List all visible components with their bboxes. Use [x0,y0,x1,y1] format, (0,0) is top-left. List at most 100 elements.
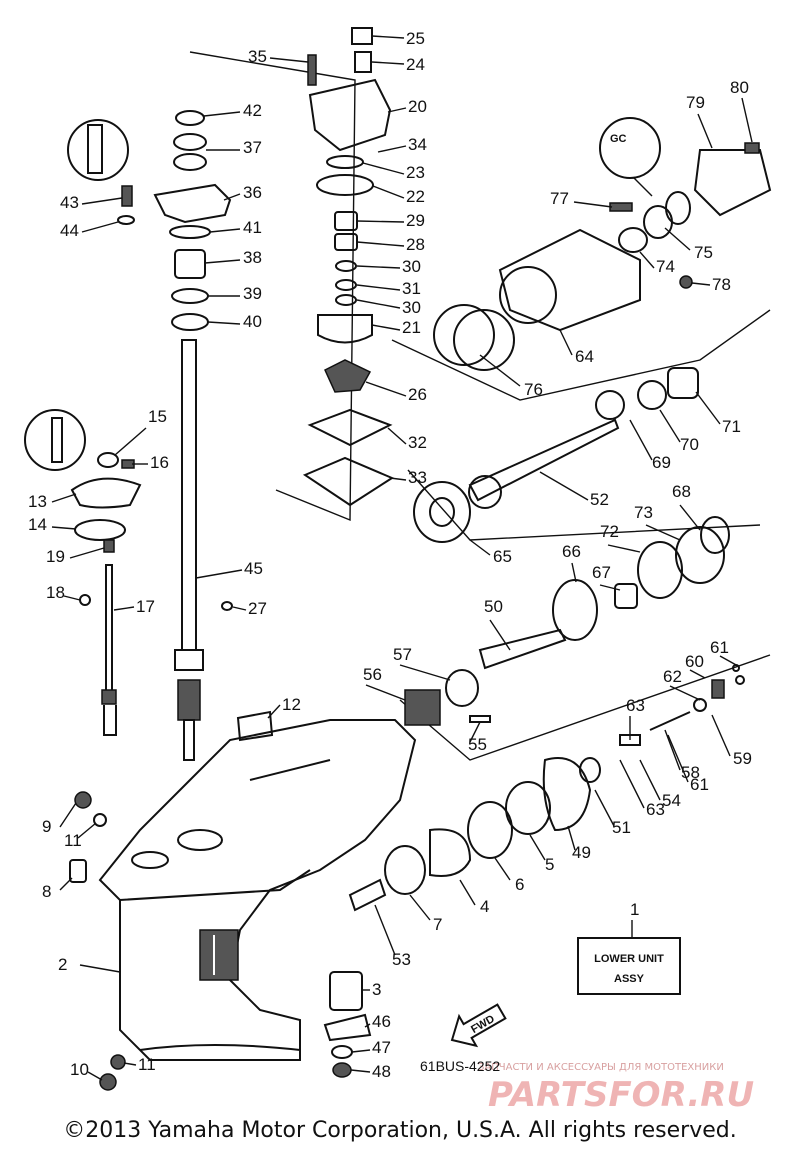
callout-3: 3 [372,980,381,999]
leader-line-60 [689,669,706,679]
leader-line-49 [567,825,576,851]
callout-79: 79 [686,93,705,112]
leader-line-32 [387,427,407,445]
prop-shaft-housing [433,142,772,420]
callout-48: 48 [372,1062,391,1081]
leader-line-61 [719,655,739,667]
leader-line-19 [69,547,105,559]
leader-line-59 [711,714,731,757]
callout-numbers: 1234567891011111213141516171819202122232… [28,29,752,1081]
fwd-arrow: FWD [450,1003,507,1048]
leader-line-57 [399,664,451,681]
callout-43: 43 [60,193,79,212]
callout-15: 15 [148,407,167,426]
leader-line-56 [365,684,406,701]
leader-line-77 [573,201,613,208]
callout-6: 6 [515,875,524,894]
callout-39: 39 [243,284,262,303]
leader-line-11 [123,1062,137,1066]
watermark-logo: PARTSFOR.RU [488,1075,754,1115]
leader-line-24 [371,61,405,65]
callout-46: 46 [372,1012,391,1031]
leader-line-30 [356,265,401,269]
leader-line-36 [223,193,241,201]
leader-line-66 [571,562,577,583]
leader-line-46 [364,1023,371,1028]
leader-line-69 [629,419,653,461]
callout-19: 19 [46,547,65,566]
callout-33: 33 [408,468,427,487]
leader-line-2 [79,964,121,973]
callout-29: 29 [406,211,425,230]
gear-assembly [348,516,745,912]
callout-31: 31 [402,279,421,298]
leader-line-12 [267,704,281,719]
left-small-parts [69,185,142,1091]
leader-line-25 [371,35,405,39]
leader-line-53 [374,904,396,956]
leader-line-28 [356,241,405,247]
callout-28: 28 [406,235,425,254]
callout-4: 4 [480,897,489,916]
leader-line-23 [362,162,405,175]
callout-25: 25 [406,29,425,48]
leader-line-64 [559,329,573,356]
callout-59: 59 [733,749,752,768]
pinion-stack [221,601,372,1078]
callout-45: 45 [244,559,263,578]
callout-77: 77 [550,189,569,208]
inset-pin-detail [24,409,86,471]
assembly-label-box: LOWER UNIT ASSY [577,937,681,995]
callout-70: 70 [680,435,699,454]
leader-line-61 [667,734,689,783]
leader-line-75 [664,227,691,251]
callout-1: 1 [630,900,639,919]
callout-35: 35 [248,47,267,66]
leader-line-6 [494,857,511,881]
callout-63: 63 [626,696,645,715]
callout-38: 38 [243,248,262,267]
callout-62: 62 [663,667,682,686]
callout-47: 47 [372,1038,391,1057]
callout-50: 50 [484,597,503,616]
callout-61: 61 [710,638,729,657]
leader-line-21 [371,324,401,331]
leader-line-17 [113,606,135,611]
callout-67: 67 [592,563,611,582]
leader-line-70 [659,409,681,443]
leader-line-67 [599,584,621,591]
callout-8: 8 [42,882,51,901]
callout-24: 24 [406,55,425,74]
callout-30: 30 [402,298,421,317]
callout-17: 17 [136,597,155,616]
callout-7: 7 [433,915,442,934]
callout-18: 18 [46,583,65,602]
callout-76: 76 [524,380,543,399]
callout-74: 74 [656,257,675,276]
leader-line-74 [639,251,655,269]
callout-57: 57 [393,645,412,664]
callout-13: 13 [28,492,47,511]
leader-line-15 [114,427,147,456]
leader-line-68 [679,504,701,531]
callout-36: 36 [243,183,262,202]
propeller-shaft [413,418,620,543]
callout-52: 52 [590,490,609,509]
leader-line-62 [669,685,701,701]
callout-68: 68 [672,482,691,501]
leader-line-52 [539,471,589,501]
leader-line-55 [469,721,481,743]
callout-66: 66 [562,542,581,561]
callout-49: 49 [572,843,591,862]
leader-line-33 [389,477,407,481]
callout-64: 64 [575,347,594,366]
leader-line-78 [691,282,711,286]
diagram-code: 61BUS-4252 [420,1058,500,1074]
callout-11: 11 [138,1055,156,1074]
callout-72: 72 [600,522,619,541]
leader-line-65 [469,539,491,556]
callout-9: 9 [42,817,51,836]
leader-line-26 [365,381,407,397]
callout-80: 80 [730,78,749,97]
